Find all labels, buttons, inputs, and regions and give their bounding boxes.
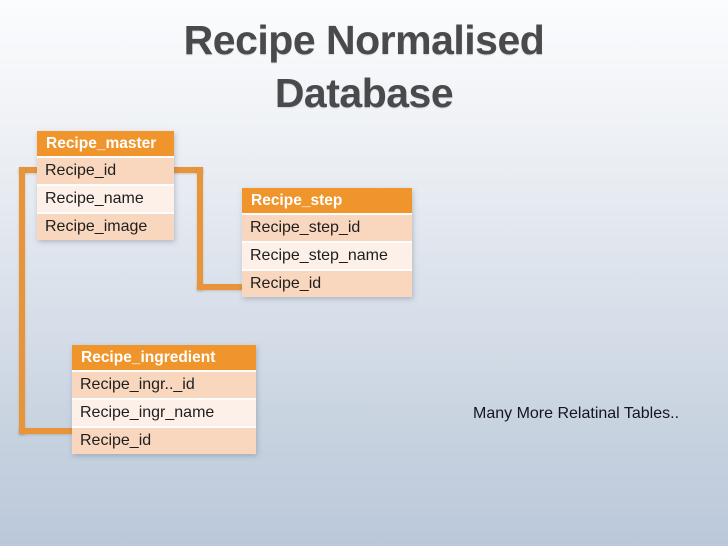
table-field: Recipe_step_id: [242, 213, 412, 241]
table-field: Recipe_ingr.._id: [72, 370, 256, 398]
table-recipe-ingredient: Recipe_ingredient Recipe_ingr.._id Recip…: [72, 345, 256, 454]
connector-master-ingredient-bottom: [19, 428, 72, 434]
table-field: Recipe_id: [242, 269, 412, 297]
connector-master-ingredient-vertical: [19, 167, 25, 434]
table-field: Recipe_step_name: [242, 241, 412, 269]
more-tables-note: Many More Relatinal Tables..: [473, 405, 680, 422]
slide-title-line1: Recipe Normalised: [183, 17, 545, 63]
table-field: Recipe_image: [37, 212, 174, 240]
connector-master-step-vertical: [197, 167, 203, 290]
slide-title: Recipe Normalised Database: [0, 14, 728, 120]
table-recipe-master: Recipe_master Recipe_id Recipe_name Reci…: [37, 131, 174, 240]
slide-title-line2: Database: [274, 70, 454, 116]
connector-master-ingredient-top: [19, 167, 37, 173]
table-field: Recipe_id: [72, 426, 256, 454]
table-field: Recipe_name: [37, 184, 174, 212]
table-header: Recipe_step: [242, 188, 412, 213]
table-field: Recipe_ingr_name: [72, 398, 256, 426]
table-field: Recipe_id: [37, 156, 174, 184]
table-header: Recipe_master: [37, 131, 174, 156]
connector-master-step-top: [174, 167, 203, 173]
table-header: Recipe_ingredient: [72, 345, 256, 370]
connector-master-step-bottom: [197, 284, 242, 290]
table-recipe-step: Recipe_step Recipe_step_id Recipe_step_n…: [242, 188, 412, 297]
